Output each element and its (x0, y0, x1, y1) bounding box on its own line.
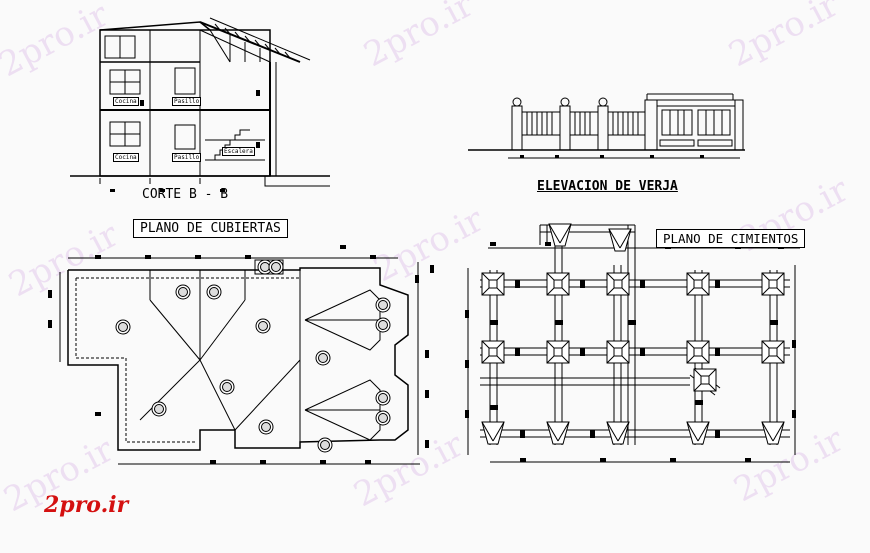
room-label-pasillo: Pasillo (172, 97, 202, 106)
foundation-footings (481, 223, 785, 445)
section-title: CORTE B - B (142, 187, 229, 202)
logo: 2pro.ir (44, 492, 129, 518)
fence-title: ELEVACION DE VERJA (537, 179, 678, 194)
dimension-markers (48, 90, 796, 464)
room-label-pasillo: Pasillo (172, 153, 202, 162)
foundation-plan-drawing (467, 224, 800, 463)
foundation-plan-title: PLANO DE CIMIENTOS (656, 229, 806, 248)
fence-elevation-drawing (468, 93, 745, 159)
room-label-cocina: Cocina (113, 153, 139, 162)
section-drawing (70, 17, 330, 187)
room-label-cocina: Cocina (113, 97, 139, 106)
roof-columns (115, 259, 391, 453)
room-label-escalera: Escalera (222, 147, 255, 156)
roof-plan-drawing (59, 257, 420, 465)
roof-plan-title: PLANO DE CUBIERTAS (133, 219, 288, 238)
